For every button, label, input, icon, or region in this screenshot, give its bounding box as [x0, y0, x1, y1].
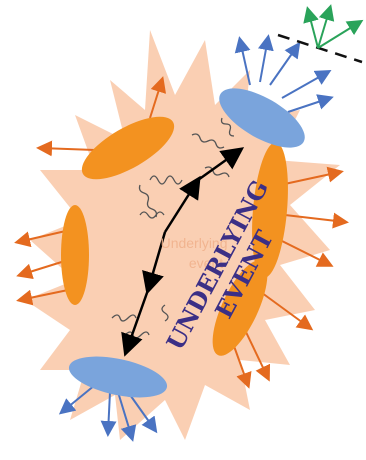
- green-particle-arrows: [308, 8, 360, 48]
- jet-blob-left: [61, 205, 89, 305]
